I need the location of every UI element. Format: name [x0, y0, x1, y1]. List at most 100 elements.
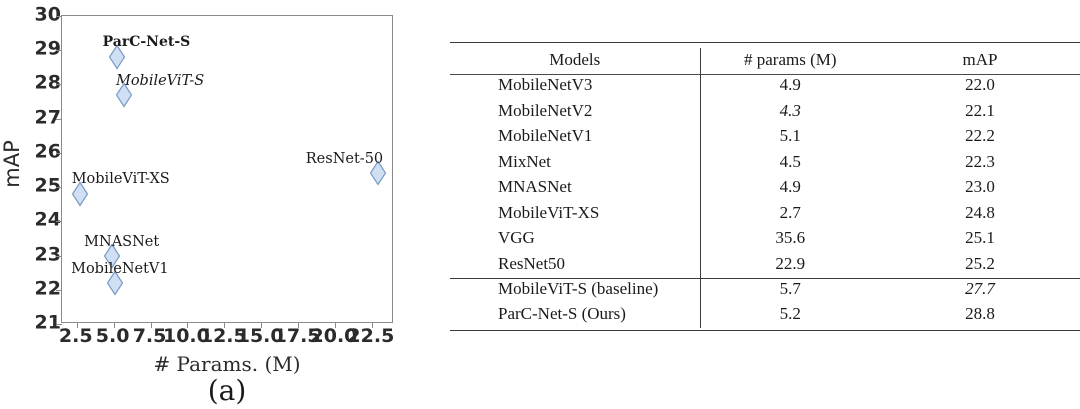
cell-model-name: MixNet: [498, 151, 551, 171]
y-tick-mark: [56, 324, 62, 325]
column-header-params: # params (M): [699, 48, 880, 74]
x-tick-label: 12.5: [199, 325, 247, 347]
cell-map: 22.2: [965, 126, 995, 146]
cell-model-name: MobileViT-XS: [498, 202, 600, 222]
table-row: ParC-Net-S (Ours) 5.2 28.8: [450, 302, 1080, 328]
table-row: VGG 35.6 25.1: [450, 226, 1080, 252]
y-tick-label: 25: [34, 174, 61, 197]
data-point-label: MobileViT-XS: [71, 170, 170, 187]
cell-params: 35.6: [699, 226, 880, 252]
x-tick-mark: [187, 322, 189, 328]
cell-map: 22.3: [965, 151, 995, 171]
data-point-label: MobileViT-S: [115, 72, 205, 89]
y-tick-label: 24: [34, 208, 61, 231]
cell-map: 22.1: [965, 100, 995, 120]
y-tick-mark: [56, 152, 62, 154]
x-tick-mark: [261, 322, 263, 328]
y-tick-mark: [56, 16, 62, 17]
x-tick-label: 2.5: [58, 325, 93, 347]
y-tick-mark: [56, 221, 62, 223]
y-tick-label: 26: [34, 140, 61, 163]
cell-params: 4.9: [699, 175, 880, 201]
data-point-label: MobileNetV1: [71, 260, 169, 277]
cell-params: 2.7: [699, 200, 880, 227]
cell-model-name: MobileNetV2: [498, 100, 593, 120]
cell-params: 5.1: [699, 124, 880, 150]
table-row: MobileNetV2 4.3 22.1: [450, 98, 1080, 125]
x-tick-label: 22.5: [347, 325, 395, 347]
y-tick-mark: [56, 187, 62, 189]
cell-map: 28.8: [965, 304, 995, 324]
table-row: MobileNetV1 5.1 22.2: [450, 124, 1080, 150]
table-header-row: Models # params (M) mAP: [450, 48, 1080, 74]
cell-model-name: MobileNetV3: [498, 75, 593, 95]
x-tick-mark: [76, 322, 78, 328]
x-tick-label: 15.0: [236, 325, 284, 347]
x-tick-mark: [334, 322, 336, 328]
y-tick-mark: [56, 84, 62, 86]
x-tick-label: 5.0: [95, 325, 130, 347]
y-tick-mark: [56, 118, 62, 120]
table-rule-bottom: [450, 329, 1080, 331]
cell-model-name: MNASNet: [498, 177, 572, 197]
cell-map: 23.0: [965, 177, 995, 197]
cell-model-name: ParC-Net-S (Ours): [498, 304, 626, 324]
cell-params: 5.2: [699, 302, 880, 328]
cell-params: 4.3: [699, 98, 880, 125]
cell-params: 4.5: [699, 149, 880, 176]
y-tick-label: 21: [34, 311, 61, 334]
cell-map: 22.0: [965, 75, 995, 95]
x-tick-label: 10.0: [162, 325, 210, 347]
y-tick-mark: [56, 50, 62, 52]
data-point-diamond-marker: [106, 270, 124, 296]
cell-model-name: MobileViT-S (baseline): [498, 278, 659, 298]
cell-map: 27.7: [965, 278, 995, 298]
x-tick-mark: [371, 322, 373, 328]
data-point-diamond-marker: [108, 44, 125, 70]
cell-model-name: ResNet50: [498, 253, 566, 273]
results-table: Models # params (M) mAP MobileNetV3 4.9 22…: [450, 48, 1080, 328]
y-tick-label: 30: [34, 3, 61, 26]
data-point-label: ResNet-50: [305, 151, 384, 168]
cell-params: 5.7: [699, 276, 880, 303]
table-row: MobileViT-S (baseline) 5.7 27.7: [450, 276, 1080, 303]
x-tick-mark: [113, 322, 115, 328]
x-tick-mark: [298, 322, 300, 328]
x-tick-mark: [224, 322, 226, 328]
y-tick-label: 27: [34, 106, 61, 129]
panel-a-caption: (a): [207, 374, 247, 407]
data-point-diamond-marker: [103, 243, 121, 269]
cell-map: 25.1: [965, 228, 995, 248]
data-point-diamond-marker: [71, 181, 88, 207]
cell-params: 4.9: [699, 73, 880, 99]
cell-model-name: MobileNetV1: [498, 126, 593, 146]
table-rule-top: [450, 42, 1080, 43]
column-header-map: mAP: [962, 50, 998, 69]
column-header-models: Models: [549, 50, 601, 69]
y-tick-label: 22: [34, 277, 61, 300]
y-tick-label: 29: [34, 37, 61, 60]
panel-results-table: Models # params (M) mAP MobileNetV3 4.9 22…: [440, 0, 1080, 409]
x-tick-label: 17.5: [273, 325, 321, 347]
panel-b-caption: (b): [880, 362, 1080, 395]
x-tick-label: 7.5: [132, 325, 167, 347]
y-axis-title: mAP: [0, 140, 24, 188]
x-tick-mark: [150, 322, 152, 328]
data-point-label: MNASNet: [84, 233, 160, 250]
table-row: MobileNetV3 4.9 22.0: [450, 73, 1080, 99]
cell-params: 22.9: [699, 251, 880, 277]
x-axis-title: # Params. (M): [153, 352, 301, 376]
data-point-diamond-marker: [115, 82, 133, 108]
data-point-diamond-marker: [369, 160, 386, 186]
x-tick-label: 20.0: [310, 325, 358, 347]
table-row: MNASNet 4.9 23.0: [450, 175, 1080, 201]
data-point-label: ParC-Net-S: [102, 34, 191, 51]
y-tick-mark: [56, 289, 62, 291]
y-tick-label: 23: [34, 243, 61, 266]
y-tick-mark: [56, 255, 62, 257]
cell-model-name: VGG: [498, 228, 535, 248]
